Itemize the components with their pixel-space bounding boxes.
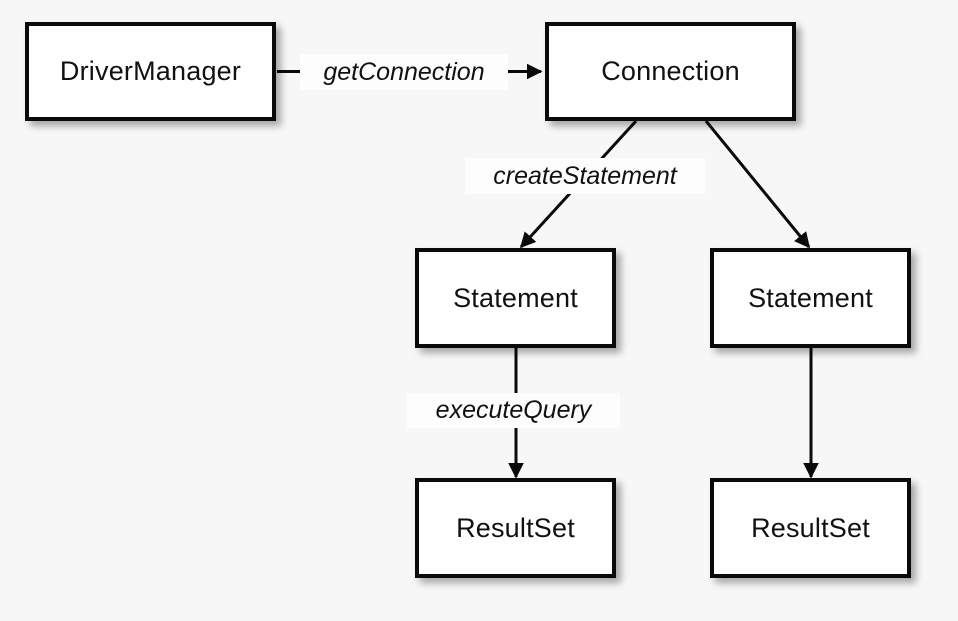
- node-driver-manager-label: DriverManager: [59, 56, 242, 86]
- node-resultset-right[interactable]: ResultSet: [710, 478, 911, 578]
- edge-label-execute-query: executeQuery: [407, 393, 620, 428]
- node-resultset-left-label: ResultSet: [456, 512, 575, 543]
- edge-label-create-statement: createStatement: [465, 158, 705, 194]
- node-resultset-left[interactable]: ResultSet: [415, 478, 616, 578]
- node-connection[interactable]: Connection: [545, 22, 796, 121]
- node-resultset-right-label: ResultSet: [751, 512, 870, 543]
- node-statement-right-label: Statement: [748, 282, 873, 313]
- edge-label-create-statement-text: createStatement: [493, 161, 677, 190]
- node-statement-right[interactable]: Statement: [710, 248, 911, 348]
- node-connection-label: Connection: [601, 56, 740, 86]
- edge-label-get-connection: getConnection: [300, 54, 508, 90]
- edge-connection-to-statement-right: [704, 120, 811, 249]
- node-statement-left-label: Statement: [453, 282, 578, 313]
- edge-label-execute-query-text: executeQuery: [435, 396, 592, 424]
- edge-label-get-connection-text: getConnection: [323, 57, 485, 86]
- node-driver-manager[interactable]: DriverManager: [25, 22, 276, 121]
- node-statement-left[interactable]: Statement: [415, 248, 616, 348]
